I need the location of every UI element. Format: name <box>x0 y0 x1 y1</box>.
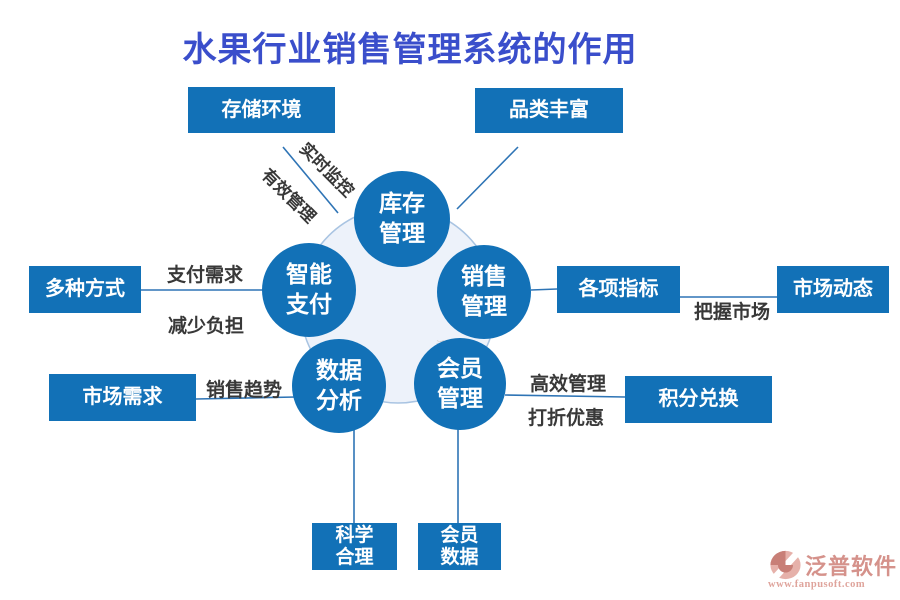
line-storage-to-inventory <box>282 146 339 214</box>
node-member-management: 会员 管理 <box>414 338 506 430</box>
brand-url: www.fanpusoft.com <box>768 579 866 590</box>
edge-label-efficient-management: 高效管理 <box>529 374 606 395</box>
box-scientific-reasonable: 科学 合理 <box>312 523 397 570</box>
edge-label-sales-trend: 销售趋势 <box>205 380 282 401</box>
box-rich-categories: 品类丰富 <box>475 88 623 133</box>
box-market-demand: 市场需求 <box>49 374 196 421</box>
box-label: 市场动态 <box>793 278 873 301</box>
node-sales-management: 销售 管理 <box>437 245 531 339</box>
box-label: 积分兑换 <box>658 388 739 411</box>
edge-label-payment-demand: 支付需求 <box>166 265 243 286</box>
line-member-to-points <box>504 394 626 398</box>
box-label: 存储环境 <box>221 98 302 121</box>
box-label: 市场需求 <box>82 386 163 409</box>
box-member-data: 会员 数据 <box>418 523 501 570</box>
box-label: 品类丰富 <box>509 99 589 122</box>
node-label: 数据 分析 <box>316 358 362 413</box>
box-label: 多种方式 <box>45 278 125 301</box>
node-data-analysis: 数据 分析 <box>292 339 386 433</box>
line-sales-to-indicators <box>530 288 558 291</box>
box-points-exchange: 积分兑换 <box>625 376 772 423</box>
edge-label-reduce-burden: 减少负担 <box>167 316 244 337</box>
box-various-indicators: 各项指标 <box>557 266 680 313</box>
node-label: 销售 管理 <box>461 264 507 319</box>
box-storage-environment: 存储环境 <box>188 87 335 133</box>
box-label: 各项指标 <box>578 278 659 301</box>
node-inventory-management: 库存 管理 <box>354 171 450 267</box>
node-smart-payment: 智能 支付 <box>262 243 356 337</box>
line-categories-to-inventory <box>456 146 519 210</box>
node-label: 智能 支付 <box>286 262 332 317</box>
edge-label-grasp-market: 把握市场 <box>693 302 770 323</box>
fanpu-logo-icon <box>770 550 801 580</box>
box-market-dynamics: 市场动态 <box>777 266 889 313</box>
connector-lines <box>141 146 777 523</box>
brand-logo: 泛普软件 www.fanpusoft.com <box>768 549 898 590</box>
page-title: 水果行业销售管理系统的作用 <box>182 32 638 69</box>
box-multiple-methods: 多种方式 <box>29 266 141 313</box>
box-label: 会员 数据 <box>440 525 479 568</box>
node-label: 库存 管理 <box>379 191 425 246</box>
box-label: 科学 合理 <box>335 525 374 568</box>
brand-name: 泛普软件 <box>805 554 898 579</box>
line-demand-to-data <box>195 396 297 400</box>
node-label: 会员 管理 <box>437 356 483 411</box>
edge-label-discount-offers: 打折优惠 <box>527 408 604 429</box>
